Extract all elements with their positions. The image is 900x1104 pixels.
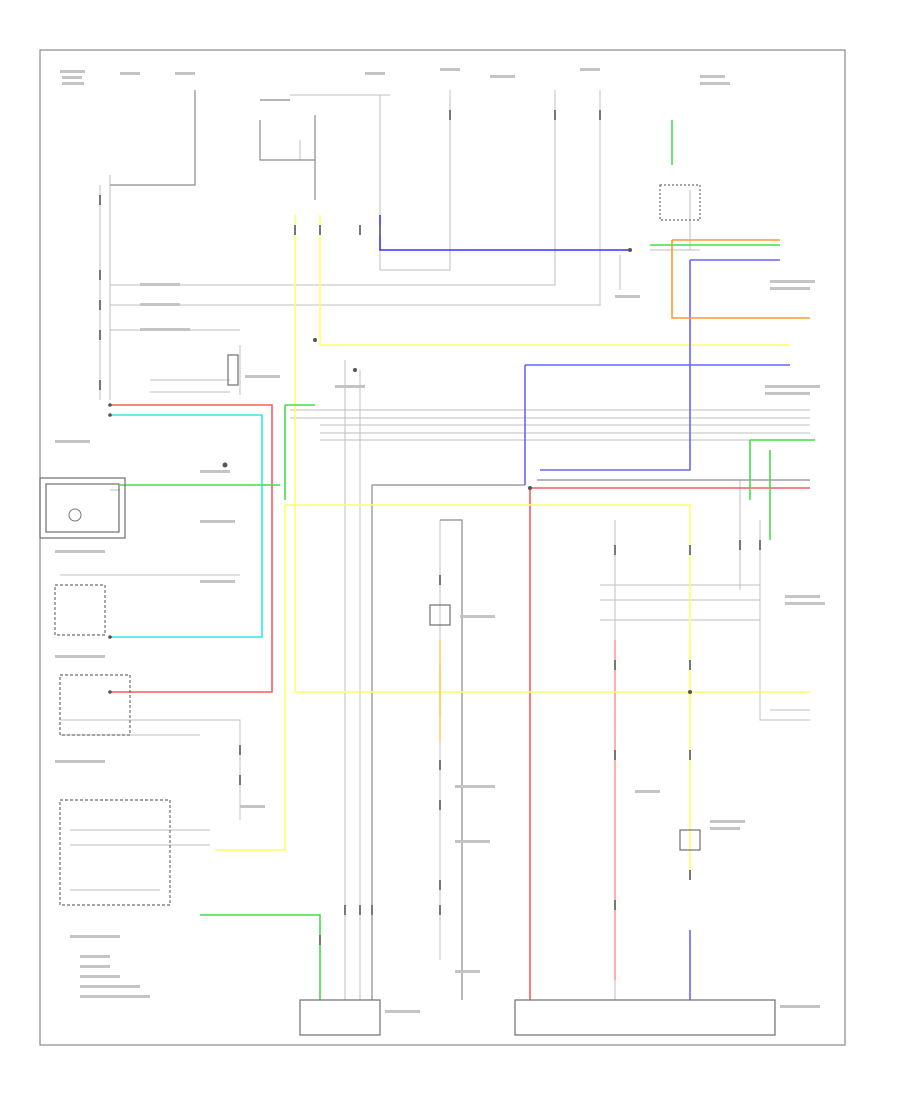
red-wire-path <box>110 404 273 693</box>
connector-block-left <box>299 999 381 1036</box>
junction-dots <box>108 248 692 694</box>
cyan-wire-path <box>110 414 263 638</box>
orange-wire <box>671 239 810 319</box>
orange-wire-path <box>671 240 810 319</box>
connector-ticks <box>99 110 761 945</box>
green-wire <box>120 120 815 1000</box>
blue-wire <box>379 215 790 1000</box>
label-marks <box>55 68 825 1013</box>
switch-symbol <box>68 508 82 522</box>
diagram-frame <box>39 49 846 1046</box>
cyan-wire <box>110 414 263 638</box>
red-wire <box>110 404 810 1000</box>
black-wires <box>110 90 810 1000</box>
gray-wires <box>60 90 810 1000</box>
components <box>39 184 776 1036</box>
yellow-wire-path <box>294 215 810 693</box>
yellow-wire <box>215 215 810 880</box>
connector-block-right <box>514 999 776 1036</box>
switch-box <box>39 477 126 539</box>
blue-wire-path <box>379 215 630 251</box>
